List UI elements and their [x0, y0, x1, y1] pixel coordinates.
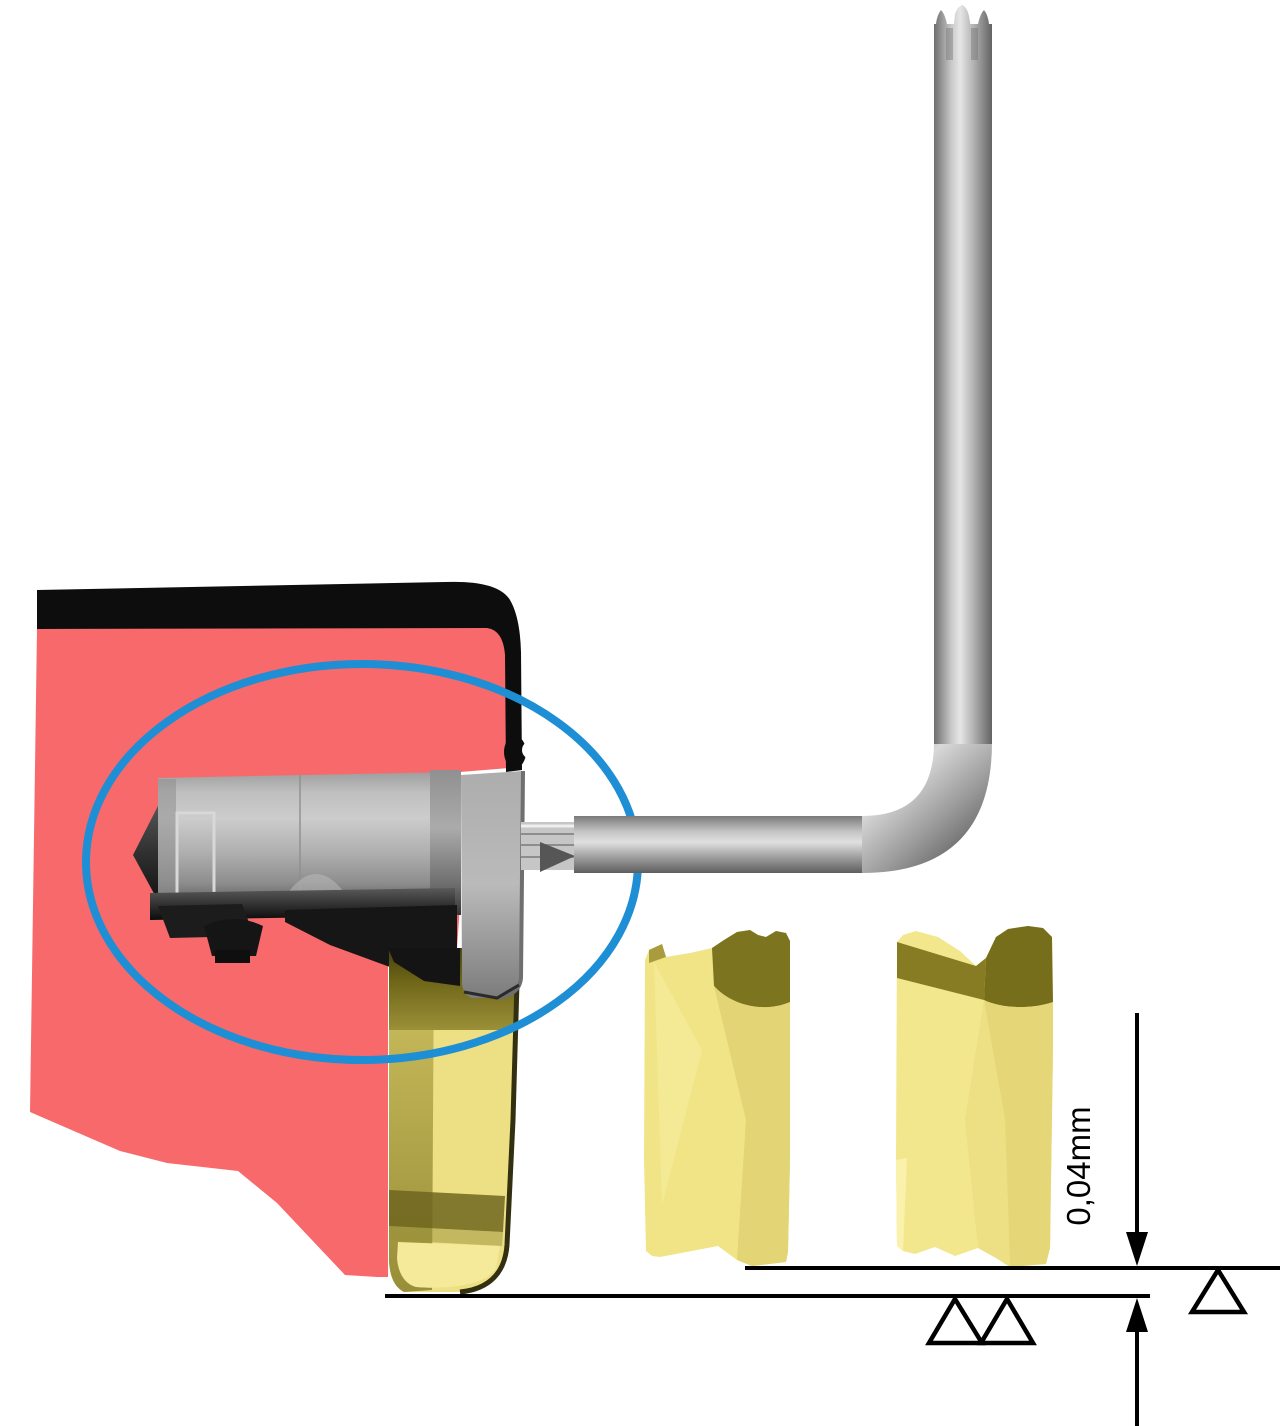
holder-top-black-band: [37, 581, 522, 772]
datum-triangle-double-right: [977, 1294, 1037, 1346]
dimension-arrowhead-down: [1126, 1232, 1148, 1266]
datum-triangle-single: [1187, 1265, 1249, 1315]
mounted-insert-right-outline: [459, 947, 521, 1295]
insert2-right-facet: [984, 1000, 1053, 1267]
clamp-screw-lobe: [204, 919, 263, 956]
insert1-highlight: [654, 962, 702, 1205]
datum-triangle-double-left: [925, 1294, 987, 1346]
holder-edge-notch: [504, 736, 526, 768]
insert2-crest-face: [984, 926, 1053, 1008]
clamp-finger-body: [461, 771, 523, 998]
annotations: 0,04mm: [385, 1013, 1280, 1426]
insert2-mid-facet: [965, 1000, 1010, 1267]
key-head-flute-right: [971, 28, 978, 60]
key-head-flute-left: [946, 28, 953, 60]
cartridge-body: [158, 772, 455, 917]
insert1-left-top-edge: [649, 944, 666, 963]
cartridge-cone-tip: [133, 796, 163, 910]
clamp-finger: [461, 770, 525, 1000]
clamp-screw-foot: [215, 950, 250, 963]
key-torx-head: [934, 5, 992, 58]
cartridge-end-cap: [158, 779, 176, 913]
key-vertical-arm: [934, 24, 992, 744]
loose-insert-1: [644, 930, 790, 1266]
mounted-insert-mid-soft: [389, 1226, 503, 1246]
insert2-left-strip: [896, 1158, 907, 1251]
mounted-insert-mid-shadow: [389, 1190, 505, 1232]
dimension-arrowhead-up: [1126, 1298, 1148, 1332]
clamp-finger-bottom-line: [463, 983, 520, 1000]
insert-top-shadow: [388, 948, 460, 986]
insert1-right-facet: [714, 986, 790, 1266]
torx-bit-splines: [521, 822, 575, 872]
key-horizontal-arm: [574, 816, 864, 873]
key-bend: [862, 742, 992, 873]
holder-edge-notch-cut: [522, 741, 540, 759]
insert1-crest-face: [712, 930, 790, 1008]
torx-key: [521, 5, 992, 873]
torx-bit-point: [540, 842, 575, 872]
dimension-label: 0,04mm: [1060, 1106, 1097, 1225]
mounted-insert-bottom-face: [397, 1242, 500, 1288]
loose-insert-2: [896, 926, 1053, 1267]
insert2-left-top-face: [897, 942, 986, 1000]
